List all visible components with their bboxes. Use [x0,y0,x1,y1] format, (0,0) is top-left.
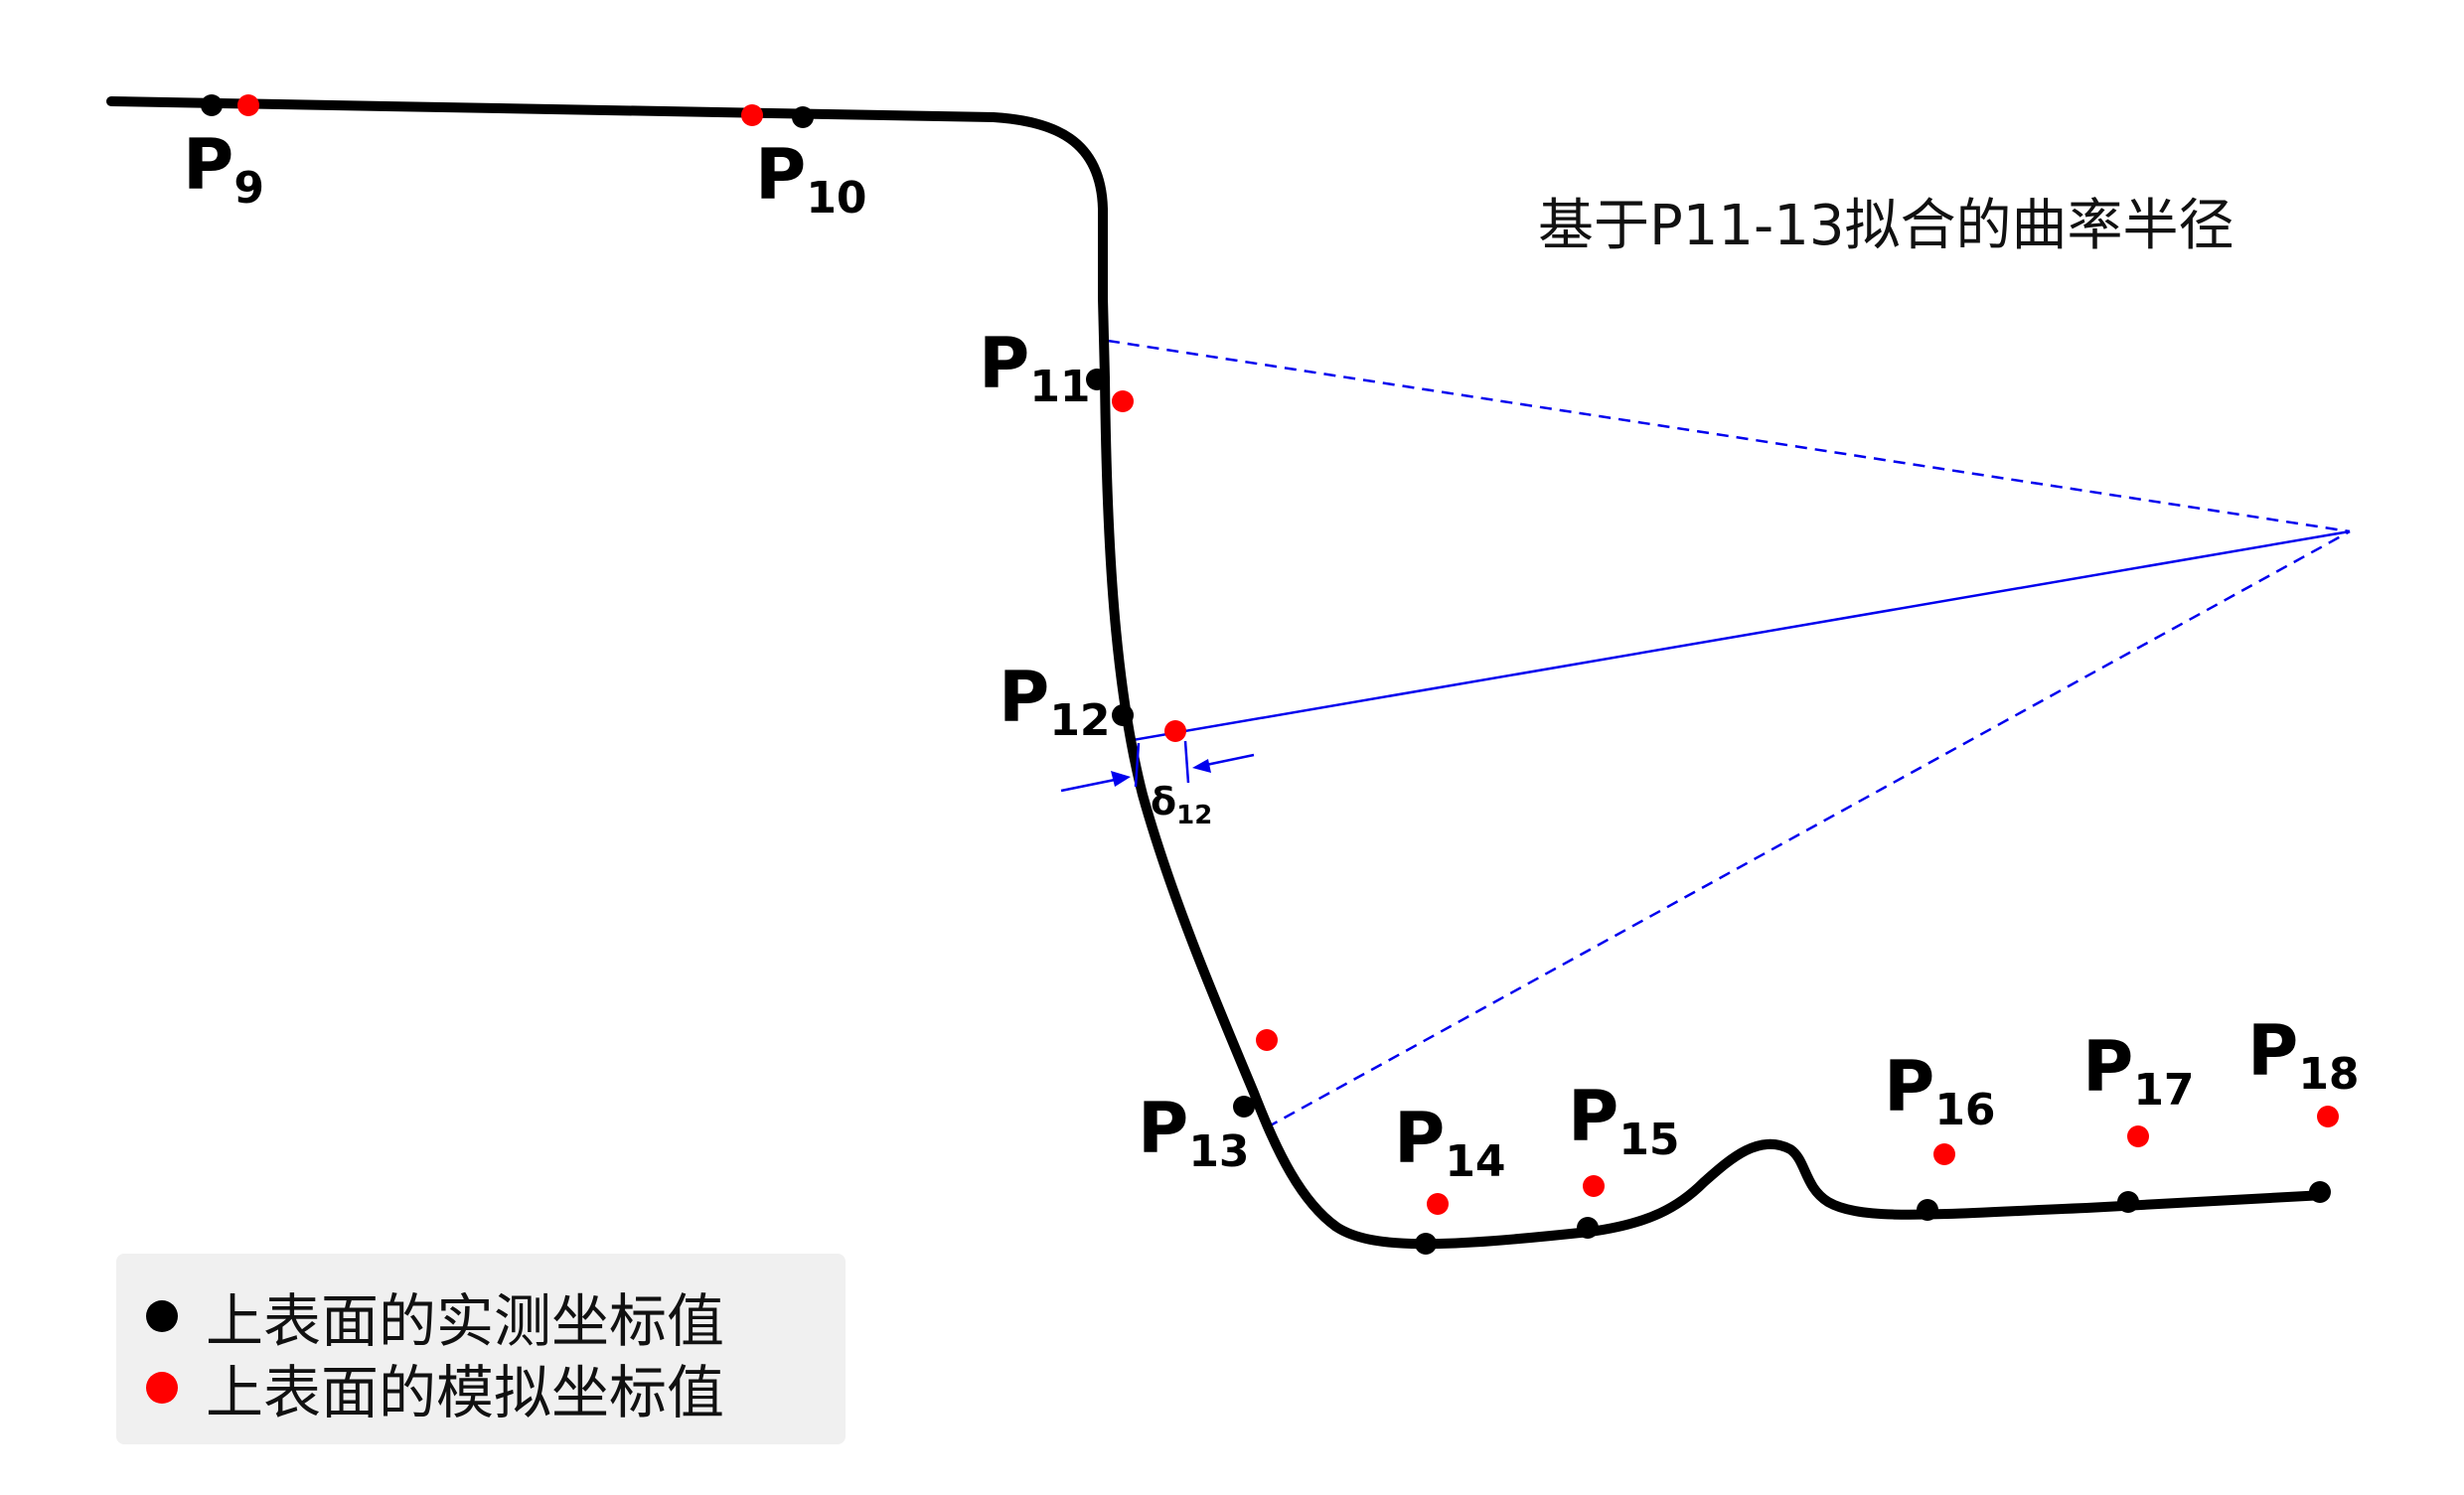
legend-label-measured: 上表面的实测坐标值 [206,1287,725,1355]
point-label-p16: P16 [1884,1046,1996,1135]
delta-12-marker: δ12 [1060,740,1255,830]
measured-point-p12 [1112,704,1134,726]
measured-point-p15 [1577,1217,1599,1239]
legend-label-simulated: 上表面的模拟坐标值 [206,1359,725,1426]
point-label-p17: P17 [2082,1026,2195,1116]
legend: 上表面的实测坐标值 上表面的模拟坐标值 [116,1254,846,1444]
measured-point-p18 [2309,1181,2331,1203]
point-label-p15: P15 [1568,1076,1680,1165]
delta-arrow-right [1205,753,1255,767]
delta-arrowhead-right [1192,759,1211,773]
point-labels: P9 P10 P11 P12 P13 P14 P15 P16 [183,124,2360,1187]
legend-marker-measured [146,1300,178,1332]
delta-label: δ12 [1151,780,1212,830]
point-label-p10: P10 [755,134,867,224]
legend-item-measured: 上表面的实测坐标值 [146,1281,724,1355]
delta-arrow-left [1060,778,1116,793]
measured-points [201,94,2331,1255]
surface-profile-curve [106,96,2330,1250]
radius-line-p11 [1107,339,2351,533]
simulated-point-p18 [2317,1106,2339,1127]
legend-marker-simulated [146,1372,178,1404]
simulated-point-p17 [2127,1125,2149,1147]
delta-tick-left [1134,742,1141,788]
simulated-point-p16 [1933,1143,1955,1165]
simulated-point-p10 [741,104,763,126]
curvature-annotation: 基于P11-13拟合的曲率半径 [1538,194,2234,258]
point-label-p14: P14 [1394,1098,1506,1187]
measured-point-p9 [201,94,223,116]
simulated-point-p9 [237,94,259,116]
radius-construction [1107,339,2351,1129]
legend-item-simulated: 上表面的模拟坐标值 [146,1353,724,1426]
measured-point-p16 [1917,1199,1938,1221]
point-label-p18: P18 [2247,1010,2360,1100]
simulated-point-p14 [1427,1193,1449,1215]
measured-point-p14 [1415,1233,1437,1255]
simulated-point-p12 [1164,720,1186,742]
simulated-point-p11 [1112,390,1134,412]
delta-arrowhead-left [1111,771,1131,787]
point-label-p12: P12 [999,657,1111,746]
point-label-p13: P13 [1138,1088,1250,1177]
simulated-point-p15 [1583,1175,1605,1197]
simulated-points [237,94,2339,1215]
measured-point-p11 [1086,369,1108,390]
simulated-point-p13 [1256,1029,1278,1051]
point-label-p9: P9 [183,124,264,214]
measured-point-p17 [2117,1191,2139,1213]
point-label-p11: P11 [979,323,1091,412]
delta-tick-right [1183,740,1190,784]
radius-line-p12 [1132,529,2351,742]
measured-point-p10 [792,106,814,128]
radius-line-p13 [1266,529,2351,1129]
measured-point-p13 [1233,1096,1255,1118]
